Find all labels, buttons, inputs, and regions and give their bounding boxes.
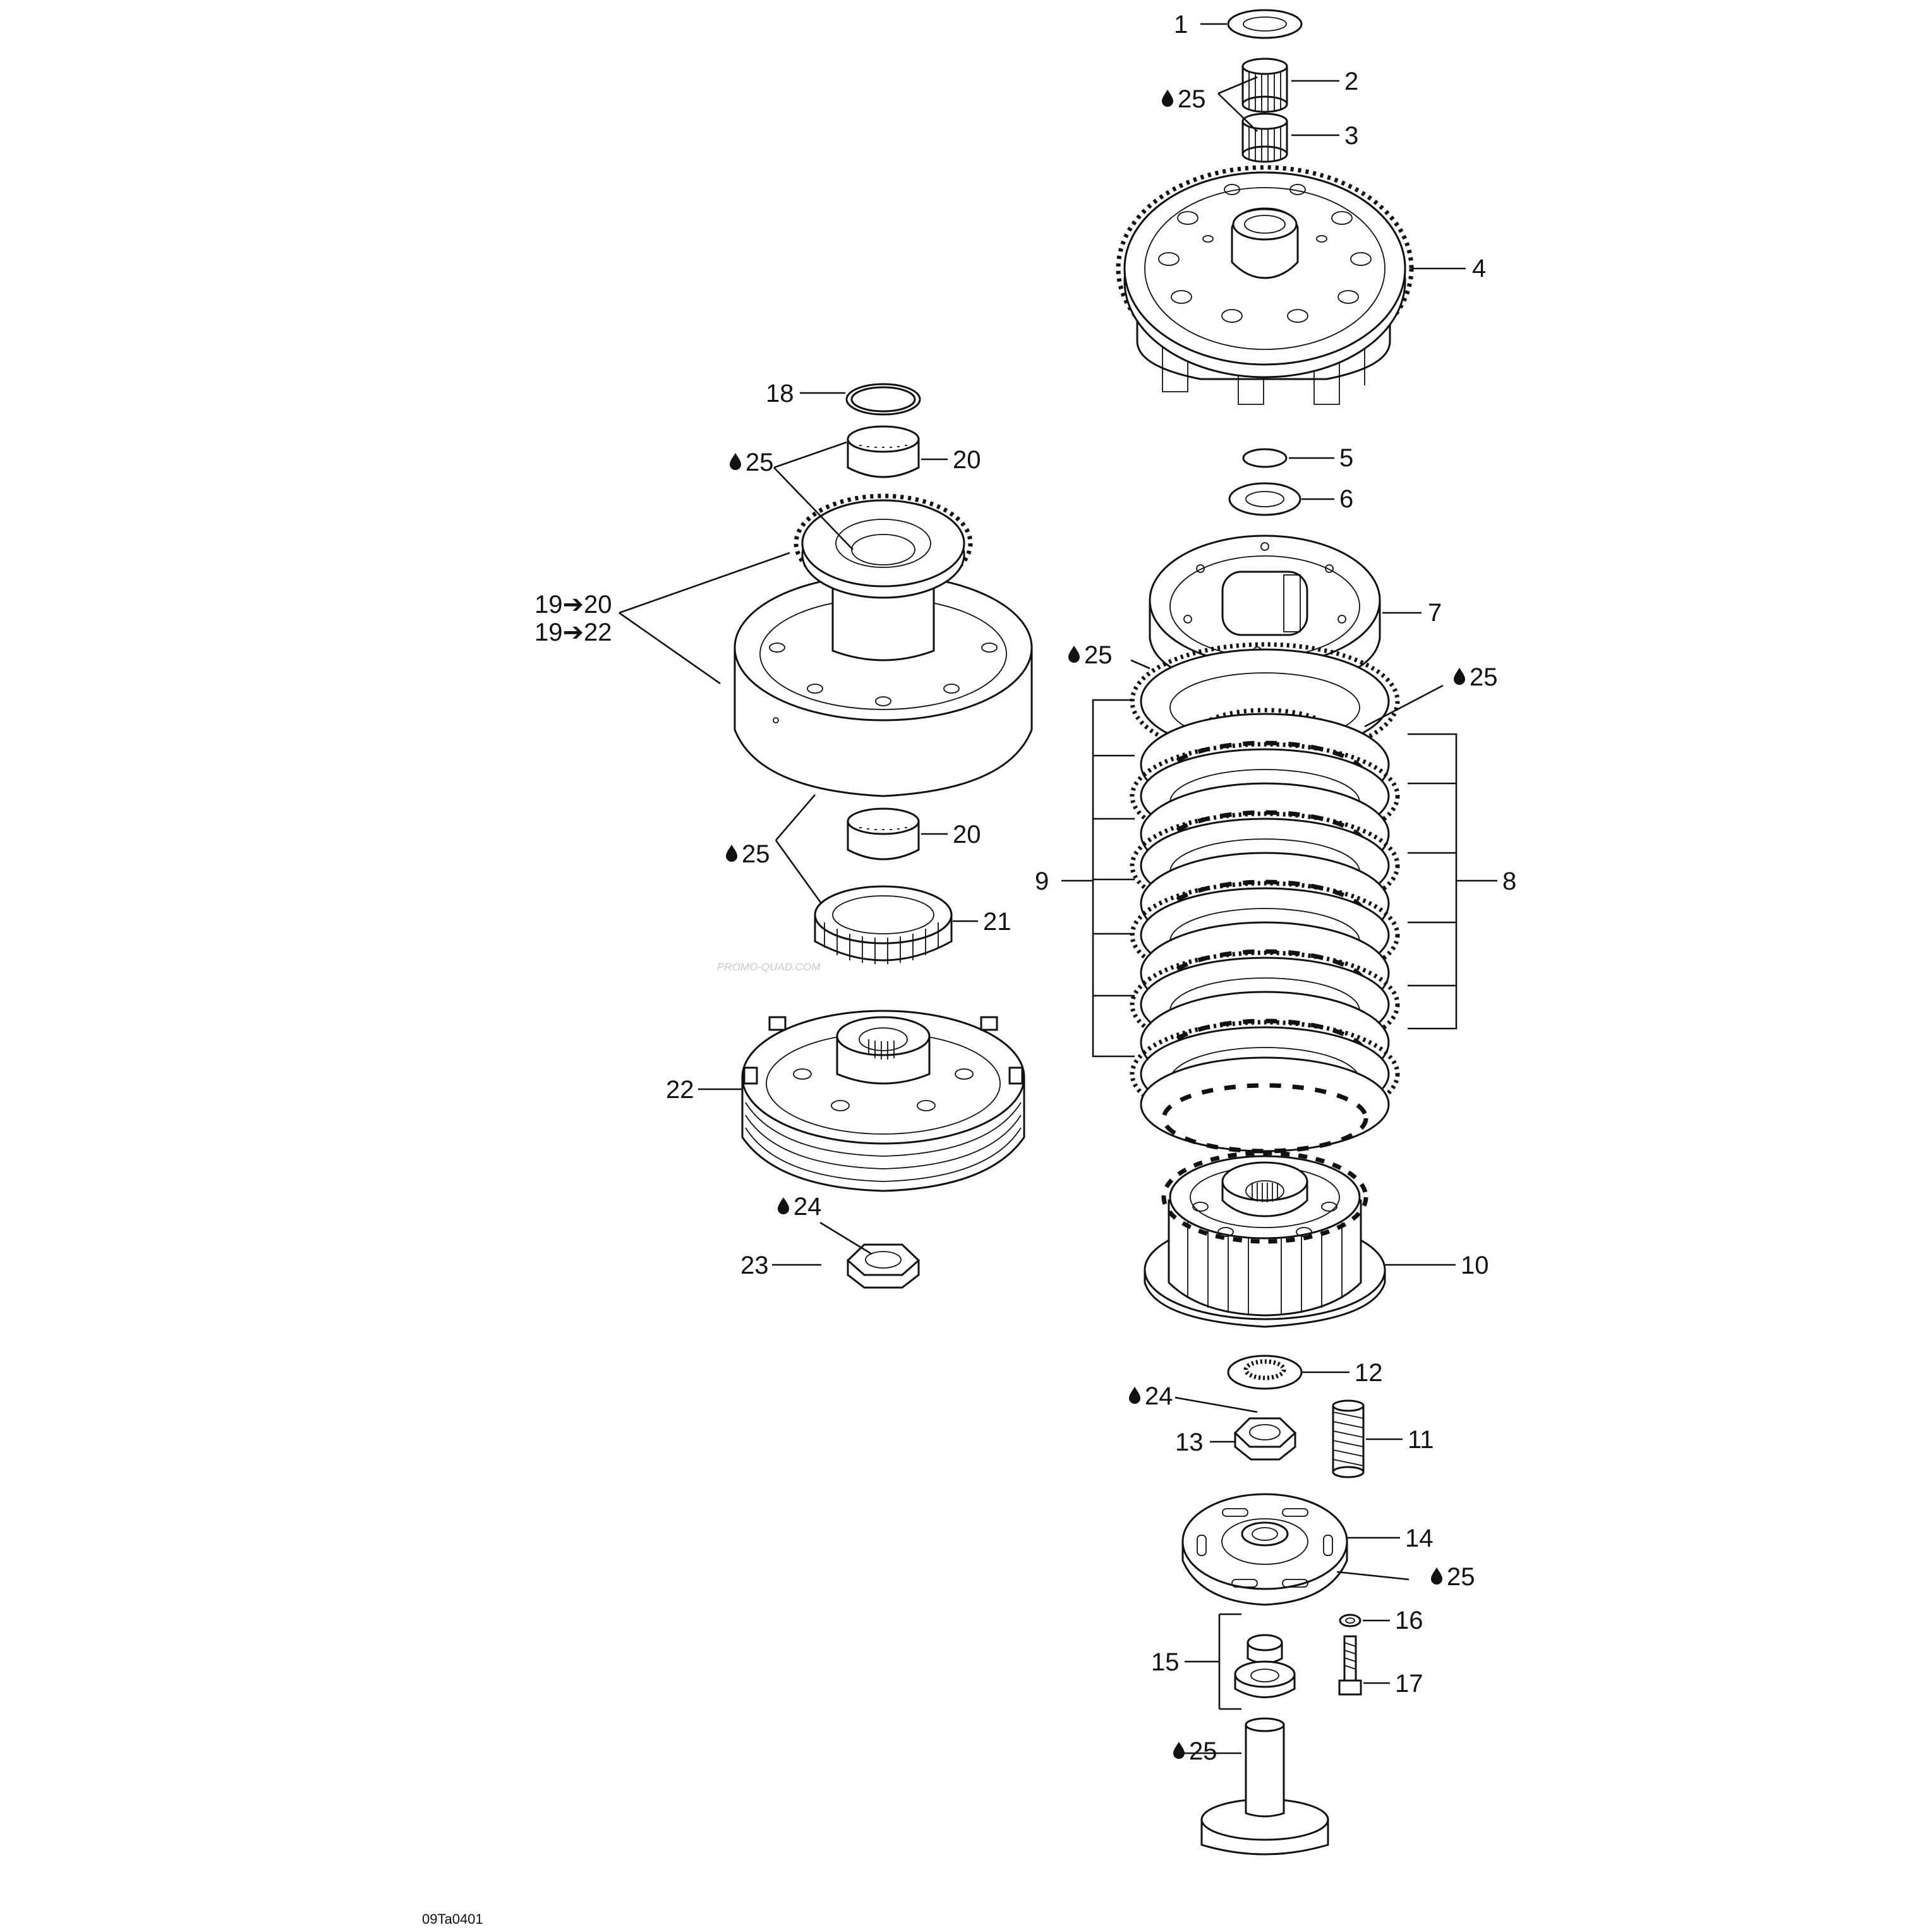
label-22: 22 [666, 1076, 694, 1104]
label-9: 9 [1035, 867, 1049, 895]
lubricant-code: 25 [746, 449, 774, 476]
oil-drop-icon [1173, 1742, 1185, 1759]
part-12-lock-washer [1227, 1355, 1303, 1390]
part-19-starter-clutch-gear [734, 493, 1033, 797]
part-18-ring [845, 383, 921, 416]
push-rod [1200, 1717, 1329, 1856]
part-21-one-way-clutch [814, 885, 953, 964]
lubricant-code: 25 [1084, 641, 1113, 669]
part-2-needle-bearing [1241, 57, 1288, 113]
oil-drop-icon [730, 453, 741, 470]
watermark: PROMO-QUAD.COM [717, 961, 821, 973]
lubricant-25-retainer: 25 [1431, 1563, 1475, 1591]
part-10-clutch-hub [1144, 1150, 1386, 1328]
part-23-nut [846, 1243, 921, 1289]
label-7: 7 [1428, 599, 1442, 627]
label-11: 11 [1408, 1426, 1434, 1454]
lubricant-25-discs: 25 [1454, 663, 1498, 691]
label-6: 6 [1339, 485, 1353, 513]
lubricant-25-starter-bushing: 25 [730, 449, 774, 476]
label-17: 17 [1395, 1670, 1423, 1698]
lubricant-code: 25 [1447, 1563, 1475, 1591]
lubricant-code: 24 [794, 1193, 822, 1221]
label-16: 16 [1395, 1607, 1423, 1634]
part-1-washer [1227, 9, 1303, 39]
part-20-bushing-lower [847, 807, 920, 860]
lubricant-code: 25 [1470, 663, 1498, 691]
leader-lines [619, 23, 1497, 1754]
drawing-code: 09Ta0401 [422, 1911, 483, 1927]
steel-plate [1140, 1056, 1390, 1154]
label-15: 15 [1151, 1648, 1180, 1676]
lubricant-25-push-rod: 25 [1173, 1737, 1217, 1765]
label-2: 2 [1344, 68, 1358, 95]
label-20-lower: 20 [953, 821, 981, 848]
lubricant-24-nut-23: 24 [778, 1193, 822, 1221]
label-19-20: 19➔20 [534, 591, 612, 619]
oil-drop-icon [1454, 668, 1465, 685]
part-6-washer [1228, 482, 1301, 516]
part-13-nut [1233, 1417, 1297, 1461]
part-5-circlip [1242, 448, 1288, 468]
oil-drop-icon [778, 1197, 789, 1214]
label-23: 23 [740, 1252, 769, 1279]
label-1: 1 [1174, 11, 1188, 39]
oil-drop-icon [1431, 1567, 1442, 1585]
label-8: 8 [1502, 867, 1516, 895]
part-15-bearing [1234, 1634, 1296, 1698]
lubricant-code: 25 [1189, 1737, 1217, 1765]
label-19-22: 19➔22 [534, 619, 612, 646]
part-11-spring [1332, 1399, 1365, 1478]
label-14: 14 [1405, 1524, 1434, 1552]
part-14-spring-retainer [1181, 1493, 1348, 1606]
lubricant-25-bearings: 25 [1162, 85, 1206, 113]
lubricant-25-pressure-plate: 25 [1068, 641, 1113, 669]
lubricant-callouts: 25 25 25 25 25 24 24 25 [726, 85, 1498, 1765]
label-10: 10 [1461, 1252, 1489, 1279]
label-20-upper: 20 [953, 446, 981, 474]
label-3: 3 [1344, 122, 1358, 150]
lubricant-code: 25 [1178, 85, 1206, 113]
lubricant-code: 24 [1145, 1382, 1173, 1410]
oil-drop-icon [1129, 1387, 1140, 1404]
label-13: 13 [1175, 1428, 1204, 1456]
lubricant-code: 25 [742, 840, 770, 868]
part-4-clutch-housing-gear [1116, 165, 1414, 405]
part-3-needle-bearing [1241, 112, 1288, 163]
lubricant-24-nut-13: 24 [1129, 1382, 1173, 1410]
part-22-starter-clutch-drum [741, 1010, 1025, 1192]
label-5: 5 [1339, 444, 1353, 472]
label-21: 21 [983, 908, 1011, 936]
part-labels: 1 2 3 4 5 6 7 8 9 10 11 12 13 14 15 16 1… [534, 11, 1516, 1698]
oil-drop-icon [1068, 646, 1080, 663]
lubricant-25-one-way-clutch: 25 [726, 840, 770, 868]
part-17-bolt [1338, 1635, 1362, 1696]
oil-drop-icon [1162, 90, 1173, 107]
part-16-washer [1339, 1614, 1361, 1627]
label-12: 12 [1355, 1359, 1383, 1387]
label-18: 18 [766, 380, 794, 408]
oil-drop-icon [726, 845, 737, 862]
clutch-disc-stack [1130, 642, 1400, 1154]
label-4: 4 [1472, 255, 1486, 282]
part-20-bushing-upper [847, 425, 920, 478]
